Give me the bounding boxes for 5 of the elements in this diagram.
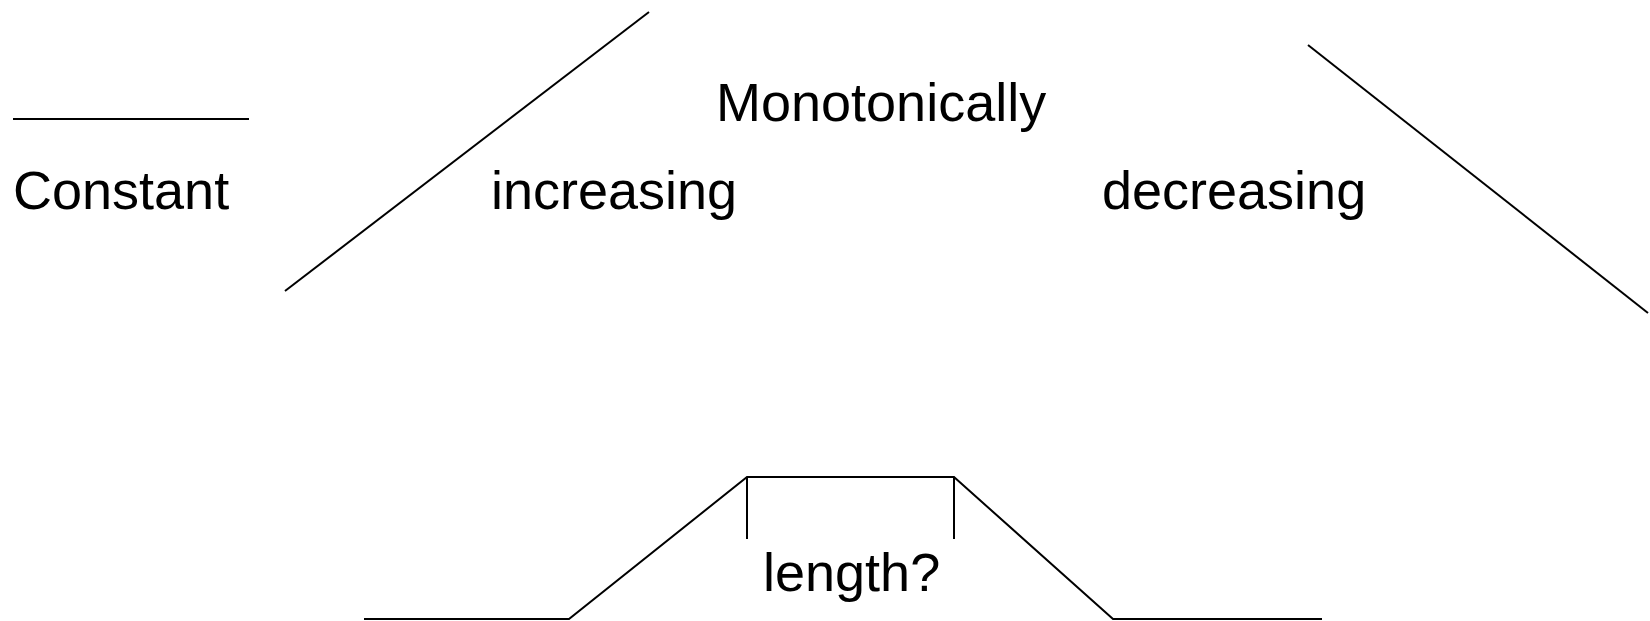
curve-label: decreasing — [1102, 160, 1367, 220]
curve-label: Constant — [13, 160, 230, 220]
dimension-label: length? — [763, 542, 941, 602]
heading-label: Monotonically — [716, 72, 1047, 132]
curve-label: increasing — [491, 160, 738, 220]
